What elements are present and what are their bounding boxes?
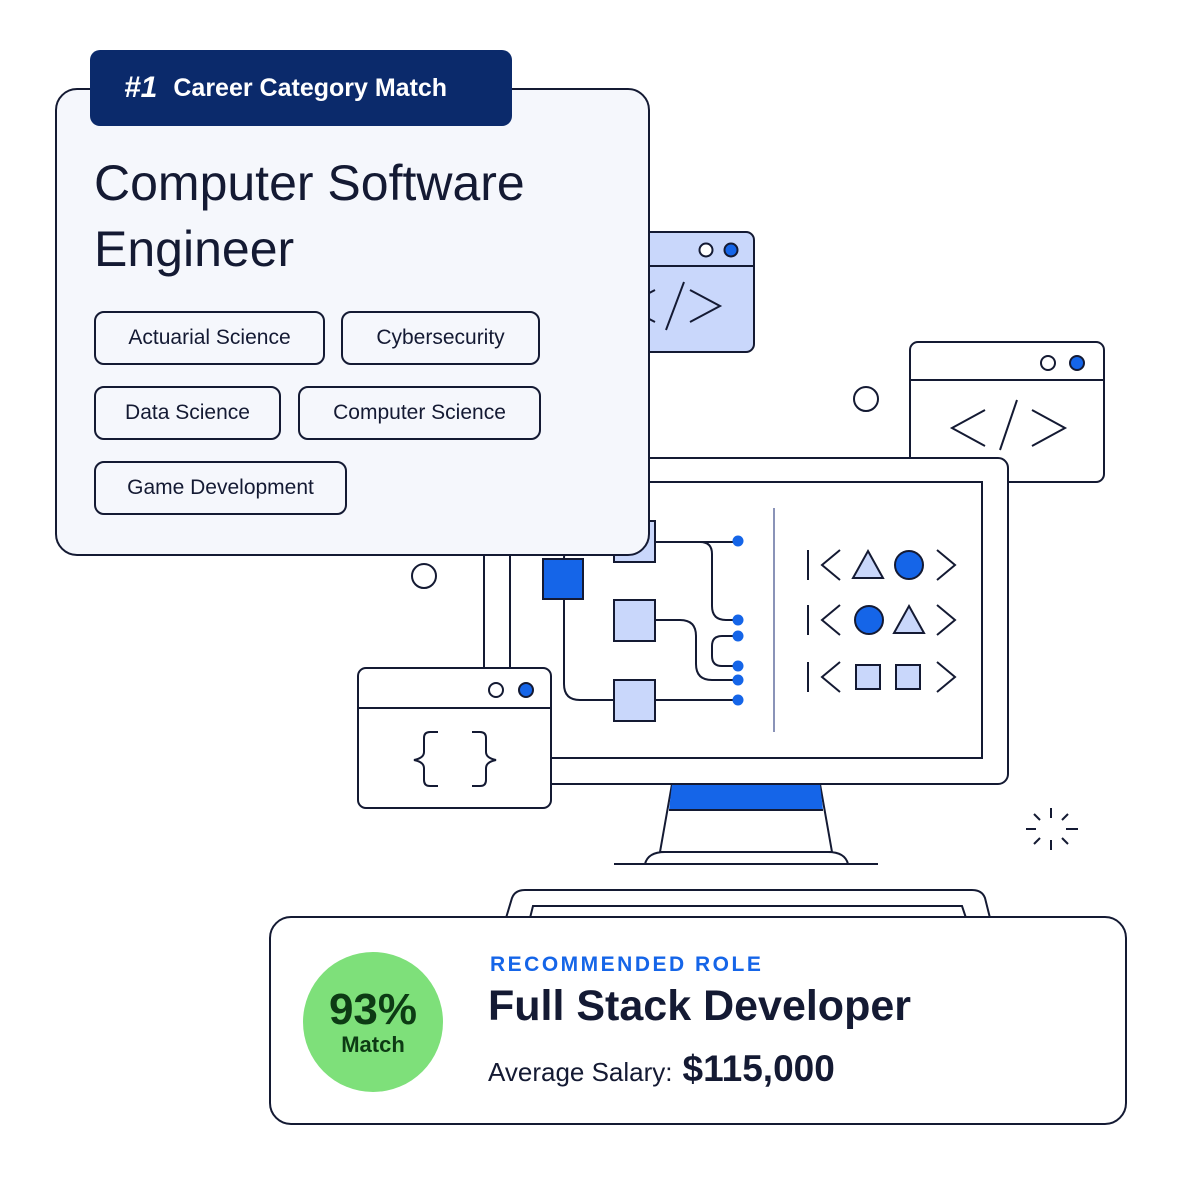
decor-circle-icon <box>853 386 879 412</box>
braces-window <box>357 667 552 809</box>
code-window-right <box>909 341 1105 483</box>
tag-actuarial-science[interactable]: Actuarial Science <box>94 311 325 365</box>
tag-game-development[interactable]: Game Development <box>94 461 347 515</box>
match-label: Match <box>341 1032 405 1057</box>
badge-label: Career Category Match <box>173 73 448 102</box>
role-name: Full Stack Developer <box>488 982 911 1030</box>
salary-label: Average Salary: <box>488 1057 673 1087</box>
category-match-badge: #1 Career Category Match <box>90 50 512 126</box>
decor-circle-icon <box>411 563 437 589</box>
tag-cybersecurity[interactable]: Cybersecurity <box>341 311 540 365</box>
sparkle-icon <box>1026 808 1078 850</box>
braces-icon <box>413 731 438 787</box>
monitor-stand <box>614 783 878 865</box>
career-title: Computer Software Engineer <box>94 155 525 277</box>
code-icon <box>949 409 986 447</box>
badge-rank: #1 <box>124 71 158 104</box>
keyboard <box>505 889 991 919</box>
shape-selector-rows <box>807 548 957 693</box>
match-score-badge: 93% Match <box>303 952 443 1092</box>
match-percent: 93% <box>328 985 418 1034</box>
tag-data-science[interactable]: Data Science <box>94 386 281 440</box>
salary-row: Average Salary: $115,000 <box>488 1048 835 1090</box>
recommended-role-eyebrow: RECOMMENDED ROLE <box>490 953 764 976</box>
tag-computer-science[interactable]: Computer Science <box>298 386 541 440</box>
salary-value: $115,000 <box>682 1048 835 1089</box>
